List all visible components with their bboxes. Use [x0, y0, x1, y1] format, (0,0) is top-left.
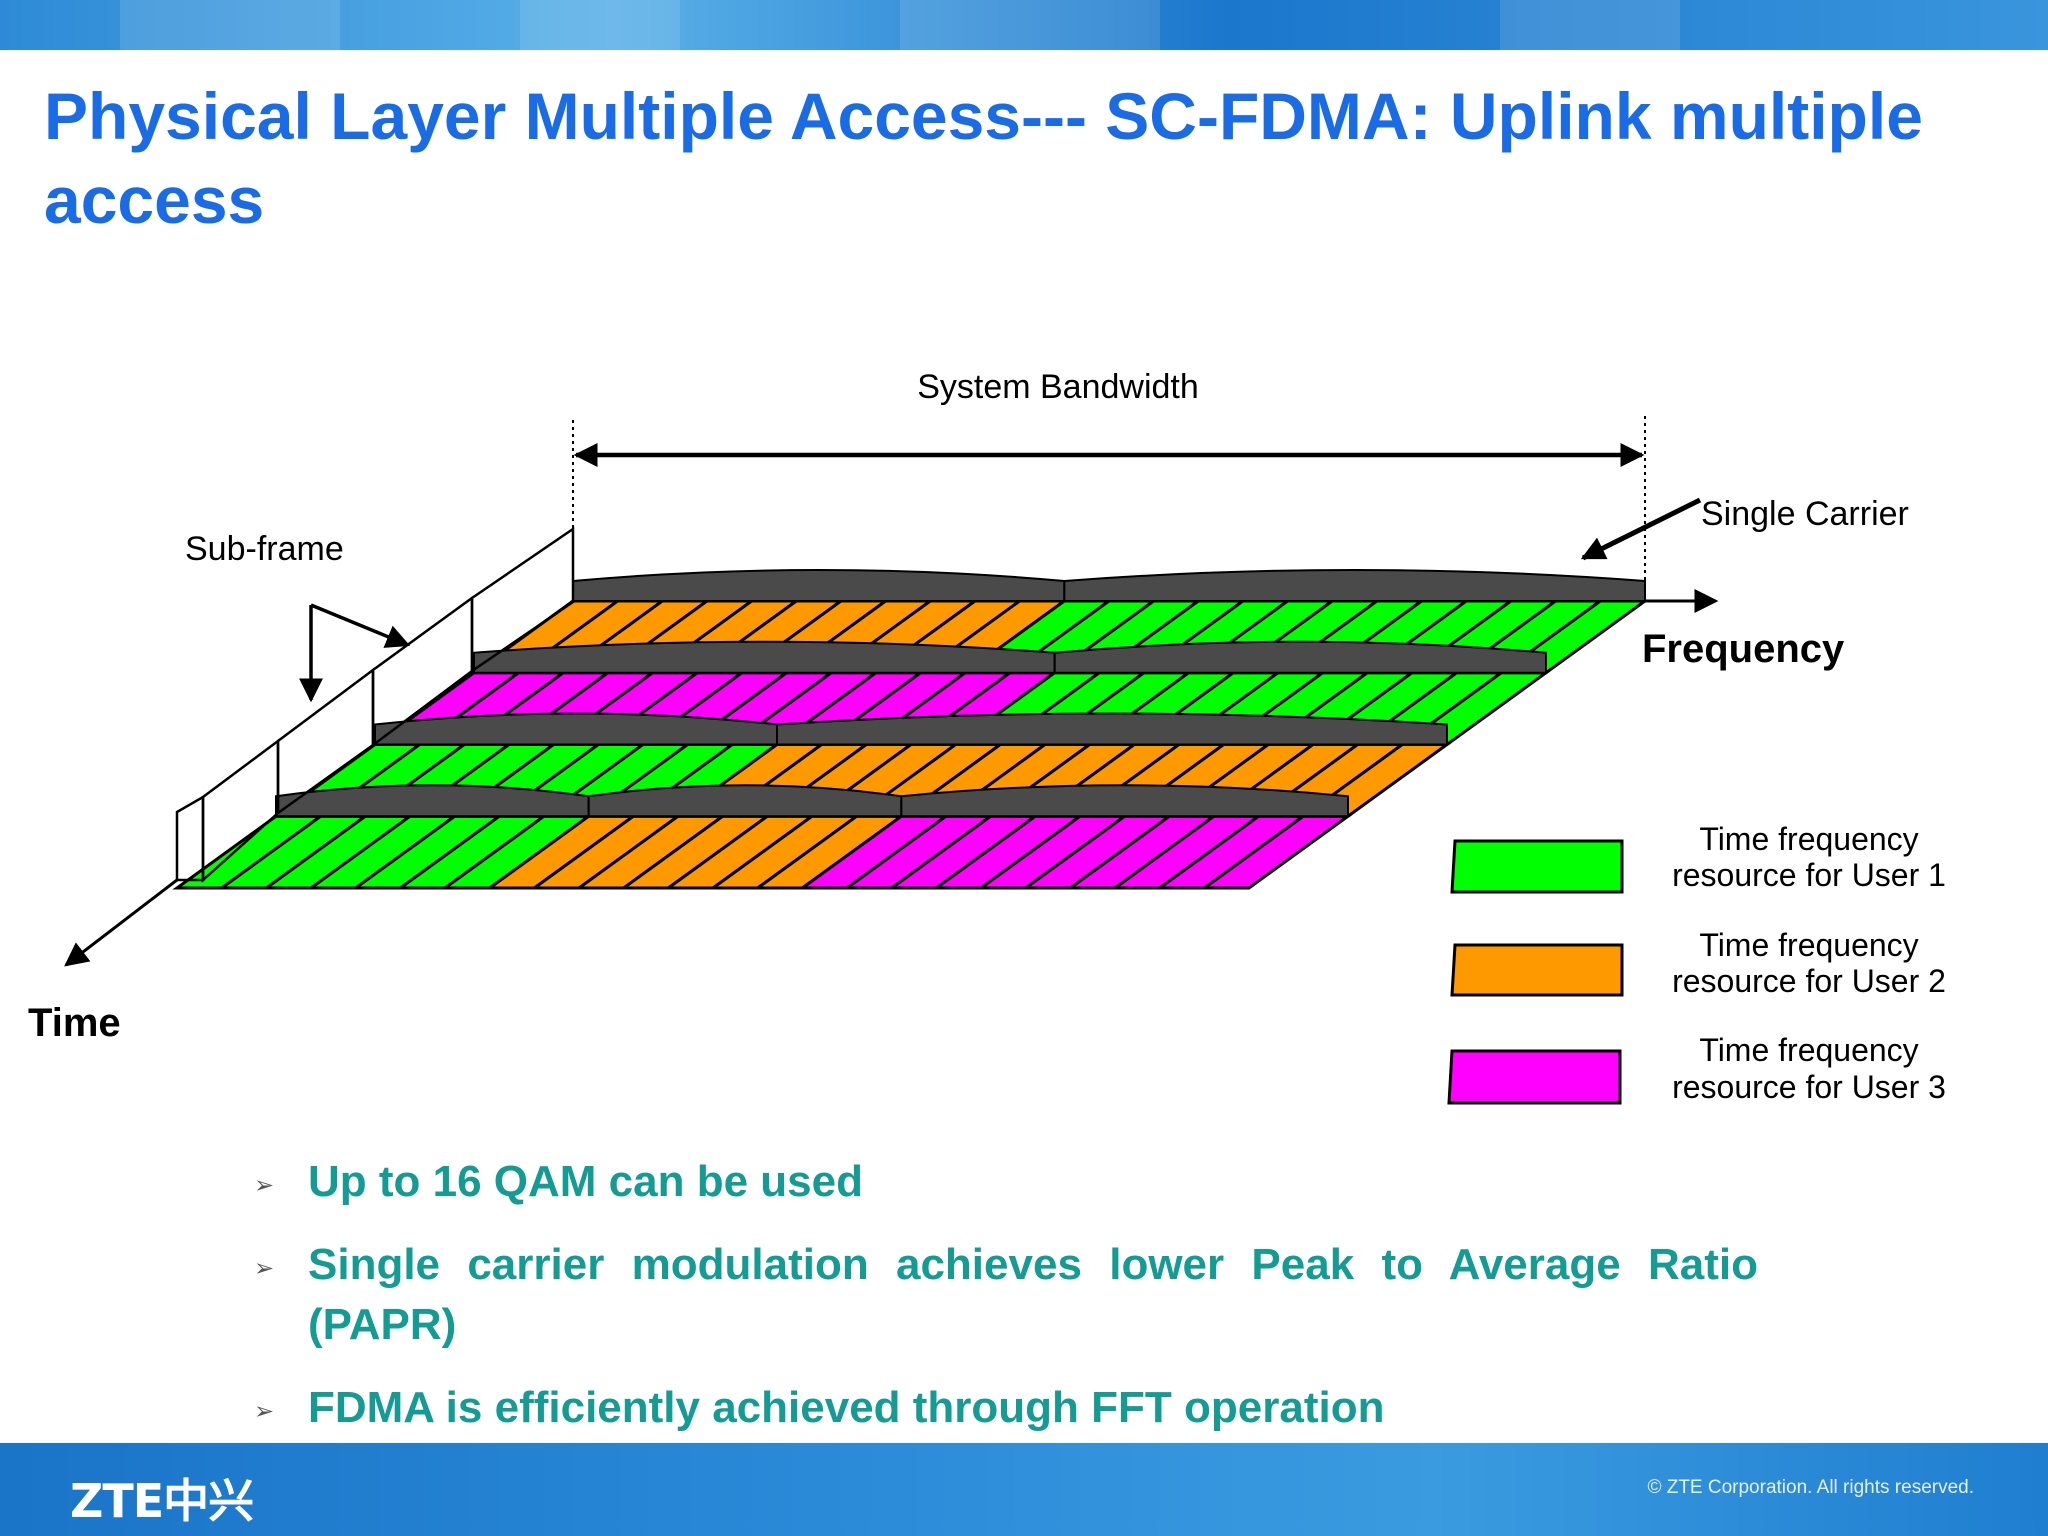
legend-swatch-user3	[1447, 1049, 1622, 1105]
system-bandwidth-label: System Bandwidth	[917, 368, 1199, 406]
time-label: Time	[28, 1001, 121, 1045]
legend: Time frequency resource for User 1 Time …	[1447, 821, 1946, 1105]
sub-frame-slice	[175, 794, 205, 882]
legend-line1: Time frequency	[1699, 1032, 1918, 1068]
single-carrier-block	[374, 712, 778, 746]
single-carrier-label: Single Carrier	[1701, 495, 1909, 533]
single-carrier-pointer	[1580, 497, 1702, 561]
bullet-item: ➢Up to 16 QAM can be used	[254, 1152, 1758, 1212]
legend-item-user3: Time frequency resource for User 3	[1447, 1032, 1946, 1105]
legend-line1: Time frequency	[1699, 821, 1918, 857]
legend-line2: resource for User 3	[1672, 1069, 1946, 1105]
single-carrier-block	[1053, 640, 1547, 674]
bullet-item: ➢Single carrier modulation achieves lowe…	[254, 1240, 1758, 1349]
legend-swatch-user1	[1450, 839, 1624, 894]
bullet-list: ➢Up to 16 QAM can be used ➢Single carrie…	[254, 1152, 1758, 1461]
legend-line2: resource for User 1	[1672, 857, 1946, 893]
legend-item-user2: Time frequency resource for User 2	[1450, 927, 1946, 999]
legend-line1: Time frequency	[1699, 927, 1918, 963]
sub-frame-slice	[470, 526, 575, 674]
sub-frame-label: Sub-frame	[185, 530, 344, 568]
single-carrier-block	[473, 640, 1056, 674]
single-carrier-block	[275, 784, 590, 818]
bullet-arrow-icon: ➢	[254, 1172, 275, 1199]
legend-swatch-user2	[1450, 943, 1624, 997]
single-carrier-block	[572, 569, 1066, 602]
single-carrier-block	[587, 784, 903, 818]
single-carrier-block	[900, 784, 1349, 818]
single-carrier-block	[776, 712, 1448, 746]
single-carrier-block	[1063, 569, 1646, 602]
legend-line2: resource for User 2	[1672, 963, 1946, 999]
bullet-arrow-icon: ➢	[254, 1398, 275, 1425]
top-banner	[0, 0, 2048, 50]
sub-frame-slices	[175, 526, 575, 883]
time-axis	[64, 878, 178, 967]
slide-title: Physical Layer Multiple Access--- SC-FDM…	[44, 79, 1923, 237]
zte-logo: ZTE中兴	[70, 1474, 254, 1528]
sub-frame-bracket	[299, 603, 411, 703]
footer-bar: ZTE中兴 © ZTE Corporation. All rights rese…	[0, 1443, 2048, 1536]
frequency-label: Frequency	[1642, 627, 1845, 671]
bullet-arrow-icon: ➢	[254, 1255, 275, 1282]
legend-item-user1: Time frequency resource for User 1	[1450, 821, 1946, 894]
copyright-text: © ZTE Corporation. All rights reserved.	[1647, 1477, 1974, 1498]
bullet-item: ➢FDMA is efficiently achieved through FF…	[254, 1378, 1758, 1438]
